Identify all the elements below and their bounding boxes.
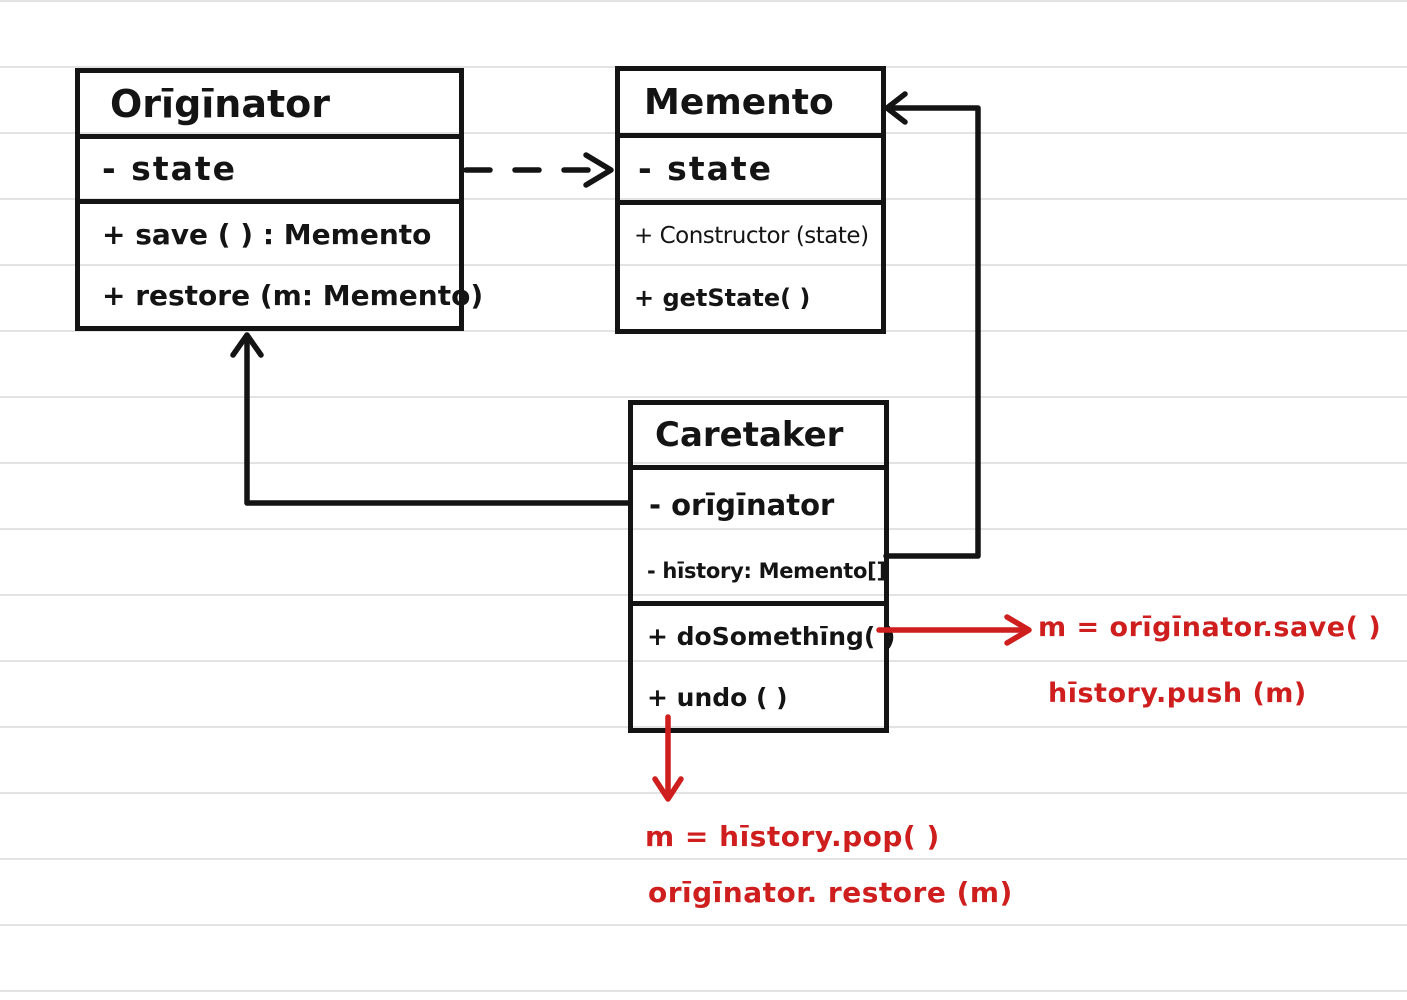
caretaker-class-box: Caretaker - orīgīnator - hīstory: Mement… [628, 400, 896, 733]
dashed-dependency-arrow [463, 152, 614, 188]
memento-attribute-state: - state [638, 149, 774, 188]
caretaker-attribute-originator: - orīgīnator [649, 488, 835, 523]
memento-method-getstate: + getState( ) [634, 283, 811, 312]
memento-class-title: Memento [644, 81, 834, 123]
save-note-arrow [876, 614, 1032, 646]
undo-note-line1: m = hīstory.pop( ) [645, 820, 940, 853]
undo-note-line2: orīgīnator. restore (m) [648, 876, 1013, 909]
caretaker-method-undo: + undo ( ) [647, 683, 788, 712]
memento-attributes: - state [620, 133, 881, 200]
originator-method-restore: + restore (m: Memento) [102, 279, 484, 312]
originator-method-save: + save ( ) : Memento [102, 218, 432, 251]
save-note-line2: hīstory.push (m) [1048, 678, 1307, 709]
caretaker-method-dosomething: + doSomethīng( ) [647, 622, 896, 651]
originator-class-box: Orīgīnator - state + save ( ) : Memento … [75, 68, 484, 331]
caretaker-class-title: Caretaker [655, 415, 844, 455]
memento-methods: + Constructor (state) + getState( ) [620, 200, 881, 329]
memento-method-constructor: + Constructor (state) [634, 222, 869, 249]
originator-attribute-state: - state [102, 149, 238, 188]
originator-class-title: Orīgīnator [110, 81, 331, 126]
caretaker-methods: + doSomethīng( ) + undo ( ) [633, 601, 896, 728]
save-note-line1: m = orīgīnator.save( ) [1038, 612, 1382, 643]
caretaker-to-memento-arrow [883, 91, 981, 559]
caretaker-to-originator-arrow [230, 332, 633, 506]
originator-methods: + save ( ) : Memento + restore (m: Memen… [80, 199, 484, 326]
memento-class-box: Memento - state + Constructor (state) + … [615, 66, 886, 334]
originator-attributes: - state [80, 134, 459, 199]
caretaker-attributes: - orīgīnator - hīstory: Memento[] [633, 465, 886, 601]
caretaker-attribute-history: - hīstory: Memento[] [647, 558, 886, 583]
